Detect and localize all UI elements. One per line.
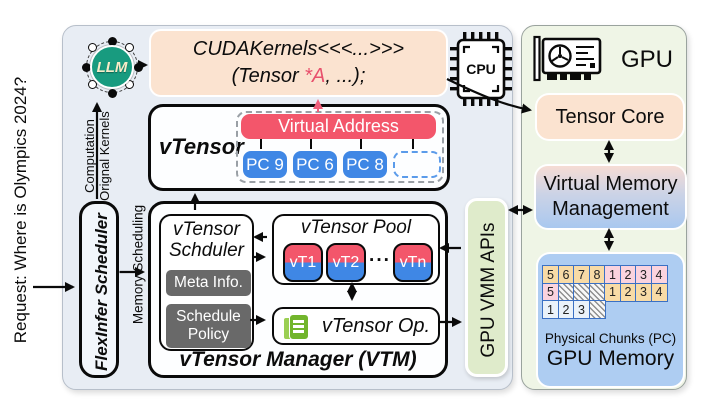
physical-chunk-pc9: PC 9 <box>243 151 287 178</box>
llm-node-dot <box>88 43 97 52</box>
empty-pc-slot <box>393 151 441 178</box>
cpu-label: CPU <box>466 61 496 77</box>
vtensor-box: vTensor Virtual Address PC 9 PC 6 PC 8 <box>148 104 450 191</box>
host-panel: LLM CUDAKernels<<<...>>> (Tensor *A, ...… <box>62 25 513 390</box>
memory-cell: 2 <box>557 300 575 319</box>
memory-cell: 4 <box>650 265 668 284</box>
vtensor-pool-box: vTensor Pool vT1 vT2 ··· vTn <box>272 214 440 285</box>
memory-cell-hatched <box>573 282 590 302</box>
op-icon-front-sheet <box>289 314 309 340</box>
vmm-label-line1: Virtual Memory <box>543 173 678 195</box>
memory-cell: 2 <box>619 282 637 302</box>
chunk-grid-row: 5 6 7 8 1 2 3 4 <box>542 265 668 284</box>
memory-cell: 3 <box>635 265 652 284</box>
gpu-memory-title: GPU Memory <box>546 347 675 370</box>
chunk-grid-row: 5 1 2 3 4 <box>542 282 668 302</box>
physical-chunks-label: Physical Chunks (PC) <box>544 331 677 346</box>
memory-cell: 1 <box>604 265 621 284</box>
memory-cell-hatched <box>588 300 606 319</box>
llm-node-dot <box>107 88 117 98</box>
memory-cell: 3 <box>573 300 590 319</box>
physical-chunk-pc6: PC 6 <box>293 151 337 178</box>
vtensor-label: vTensor <box>159 134 244 159</box>
llm-node-dot <box>125 80 134 89</box>
memory-scheduling-edge-label: Memory Scheduling <box>130 204 146 325</box>
memory-cell: 4 <box>650 282 668 302</box>
memory-cell-hatched <box>588 282 606 302</box>
vtensor-item-vt2: vT2 <box>326 243 366 282</box>
computation-label: Computation <box>82 119 97 193</box>
scheduler-title-line1: vTensor <box>173 219 240 240</box>
computation-kernels-edge-label: Computation Orignal Kernels <box>82 101 112 211</box>
ellipsis-dots: ··· <box>369 250 391 271</box>
memory-cell: 8 <box>588 265 606 284</box>
cpu-icon: CPU <box>450 32 512 106</box>
request-label: Request: Where is Olympics 2024? <box>11 76 30 344</box>
memory-cell: 3 <box>635 282 652 302</box>
cuda-line2-pre: (Tensor <box>231 65 305 87</box>
memory-cell: 1 <box>542 300 559 319</box>
virtual-memory-management-box: Virtual Memory Management <box>536 166 685 228</box>
llm-node-dot <box>81 62 91 72</box>
memory-cell: 5 <box>542 282 559 302</box>
vtensor-scheduler-title: vTensor Schduler <box>161 219 252 261</box>
cuda-kernel-box: CUDAKernels<<<...>>> (Tensor *A, ...); <box>151 31 446 95</box>
vtensor-pool-title: vTensor Pool <box>300 217 412 238</box>
memory-cell: 6 <box>557 265 575 284</box>
gpu-vmm-apis-label: GPU VMM APIs <box>478 222 499 358</box>
llm-label: LLM <box>96 58 128 76</box>
physical-chunk-pc8: PC 8 <box>343 151 387 178</box>
schedule-policy-box: Schedule Policy <box>166 304 251 348</box>
gpu-memory-box: 5 6 7 8 1 2 3 4 5 1 2 3 4 <box>538 254 683 386</box>
vtensor-scheduler-box: vTensor Schduler Meta Info. Schedule Pol… <box>159 214 254 351</box>
vtensor-op-box: vTensor Op. <box>272 307 440 345</box>
cuda-kernel-line1: CUDAKernels<<<...>>> <box>192 38 405 60</box>
memory-cell: 1 <box>604 282 621 302</box>
cuda-kernel-line2: (Tensor *A, ...); <box>232 63 366 90</box>
llm-node-dot <box>107 36 117 46</box>
operations-list-icon <box>283 314 311 342</box>
schedule-policy-line2: Policy <box>187 326 230 343</box>
flexinfer-scheduler-box: FlexInfer Scheduler <box>79 201 119 378</box>
vtensor-manager-title: vTensor Manager (VTM) <box>179 348 417 371</box>
llm-node-dot <box>88 80 97 89</box>
llm-icon: LLM <box>81 36 143 98</box>
memory-cell-hatched <box>557 282 575 302</box>
meta-info-box: Meta Info. <box>166 270 251 296</box>
vtensor-item-vt1: vT1 <box>283 243 323 282</box>
chunk-grid-row: 1 2 3 <box>542 300 668 319</box>
tensor-arg-highlight: *A <box>304 65 326 87</box>
flexinfer-scheduler-label: FlexInfer Scheduler <box>92 213 111 371</box>
gpu-panel-title: GPU <box>621 46 674 73</box>
schedule-policy-line1: Schedule <box>176 308 241 325</box>
tensor-core-box: Tensor Core <box>537 95 683 139</box>
scheduler-title-line2: Schduler <box>169 240 244 261</box>
vmm-label-line2: Management <box>552 198 669 220</box>
gpu-vmm-apis-box: GPU VMM APIs <box>465 198 508 377</box>
virtual-address-container <box>236 111 444 183</box>
memory-cell: 7 <box>573 265 590 284</box>
physical-chunk-grid: 5 6 7 8 1 2 3 4 5 1 2 3 4 <box>542 265 668 319</box>
vtensor-item-vtn: vTn <box>393 243 433 282</box>
gpu-card-icon <box>533 35 602 82</box>
cuda-line2-post: , ...); <box>325 65 366 87</box>
gpu-panel: GPU Tensor Core Virtual Memory Managemen… <box>521 25 687 390</box>
virtual-address-bar: Virtual Address <box>241 114 436 139</box>
orignal-kernels-label: Orignal Kernels <box>97 111 112 201</box>
memory-cell: 2 <box>619 265 637 284</box>
memory-cell: 5 <box>542 265 559 284</box>
vtensor-op-label: vTensor Op. <box>321 314 431 337</box>
vtensor-manager-box: vTensor Schduler Meta Info. Schedule Pol… <box>148 201 448 378</box>
llm-core-circle <box>90 45 134 89</box>
llm-node-dot <box>125 43 134 52</box>
